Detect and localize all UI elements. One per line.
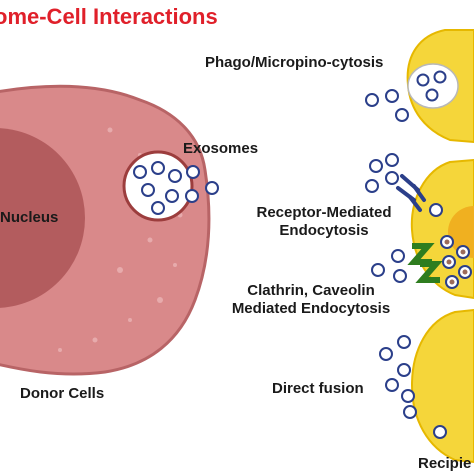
phagocytosis-label: Phago/Micropino-cytosis [205, 54, 384, 71]
receptor-exosomes [365, 153, 443, 217]
diagram-title: ome-Cell Interactions [0, 4, 218, 29]
multivesicular-body [122, 150, 194, 222]
clathrin-caveolin-line1: Clathrin, Caveolin [247, 282, 375, 299]
clathrin-coat-icon [407, 243, 443, 283]
receptor-mediated-line1: Receptor-Mediated [256, 204, 392, 221]
nucleus-label: Nucleus [0, 209, 59, 226]
receptor-mediated-label: Receptor-Mediated Endocytosis [246, 204, 402, 240]
clathrin-exosomes [371, 249, 407, 283]
endocytic-vesicles [440, 235, 472, 289]
donor-cells-label: Donor Cells [20, 385, 105, 402]
exosomes-label: Exosomes [183, 140, 259, 157]
clathrin-caveolin-label: Clathrin, Caveolin Mediated Endocytosis [222, 282, 400, 318]
clathrin-caveolin-line2: Mediated Endocytosis [231, 300, 391, 317]
released-exosomes [185, 165, 219, 203]
recipient-cells-label: Recipie [418, 455, 472, 472]
fusion-exosomes [379, 335, 447, 439]
receptor-icon [396, 174, 426, 212]
donor-cell [0, 84, 211, 376]
phago-exosomes [365, 89, 409, 122]
direct-fusion-label: Direct fusion [272, 380, 364, 397]
receptor-mediated-line2: Endocytosis [279, 222, 369, 239]
donor-nucleus [0, 128, 85, 308]
